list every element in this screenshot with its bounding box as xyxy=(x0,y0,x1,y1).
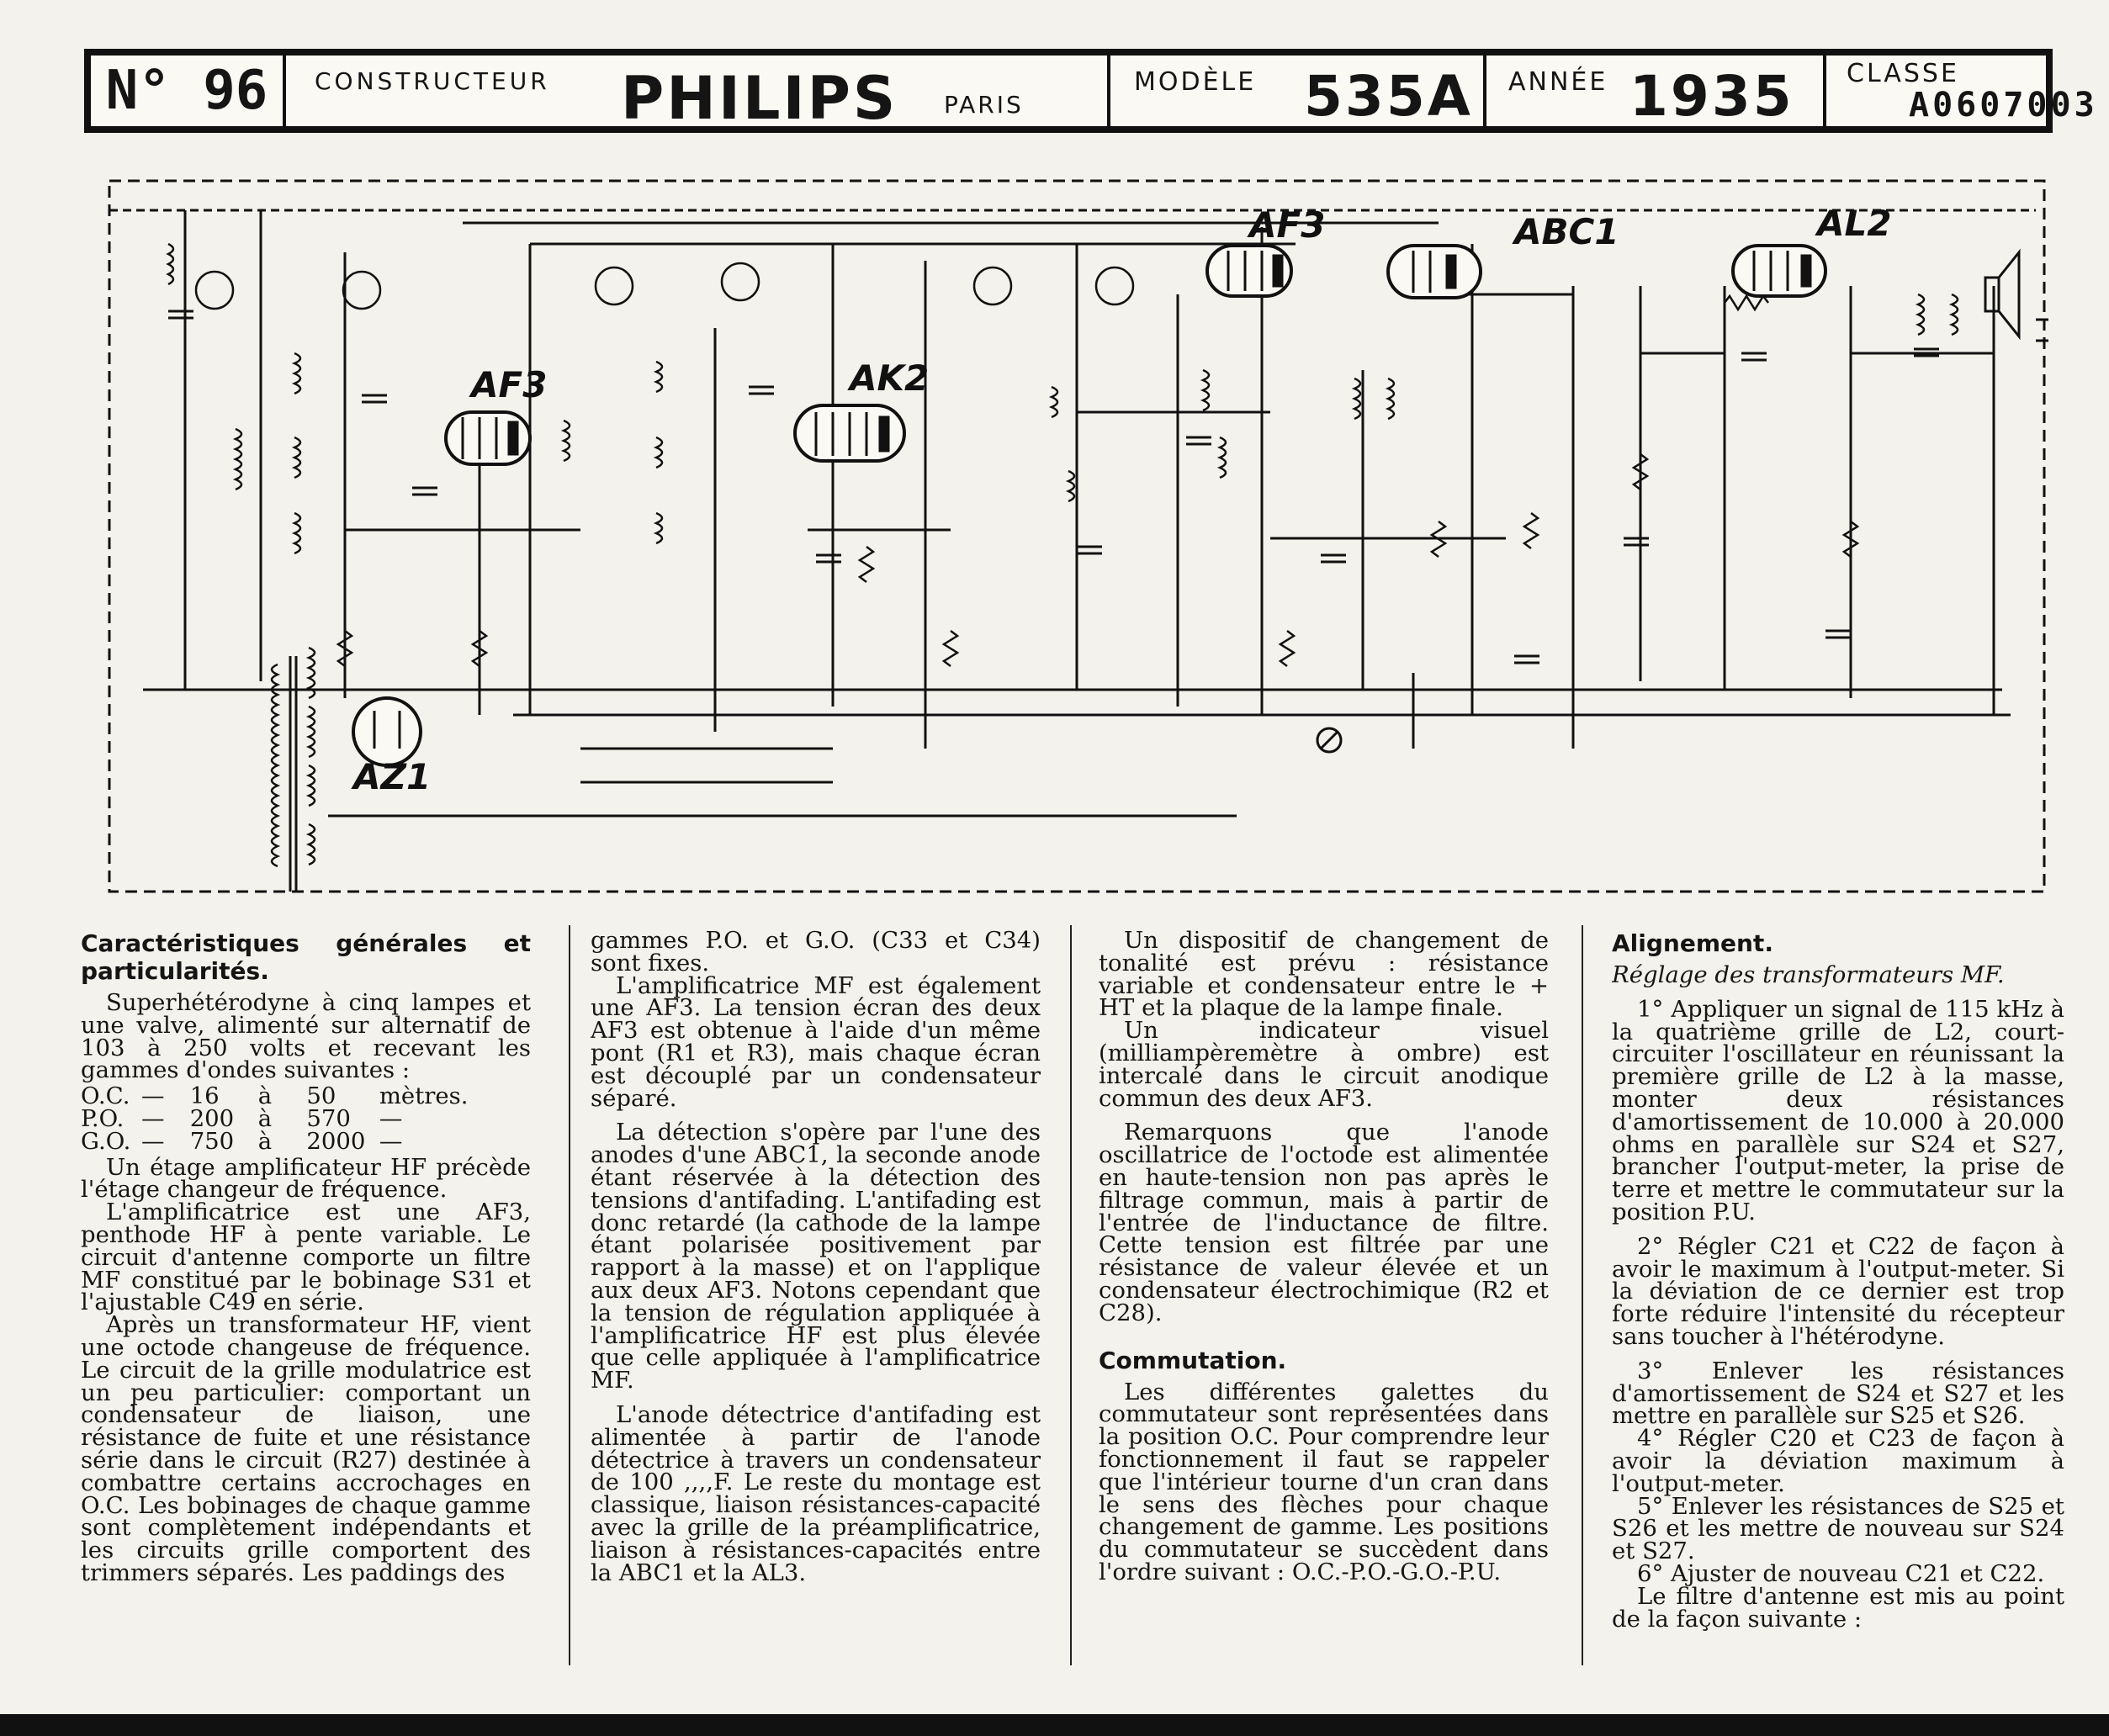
column-general: Caractéristiques générales et particular… xyxy=(81,929,531,1678)
tube-label-al2: AL2 xyxy=(1815,203,1892,244)
general-intro: Superhétérodyne à cinq lampes et une val… xyxy=(81,989,531,1084)
chassis-frame xyxy=(108,179,2046,893)
detection-p2: L'amplificatrice MF est également une AF… xyxy=(591,971,1041,1112)
alignment-step-5: 5° Enlever les résistances de S25 et S26… xyxy=(1612,1492,2064,1565)
year-cell: ANNÉE 1935 xyxy=(1486,56,1826,129)
alignment-step-1: 1° Appliquer un signal de 115 kHz à la q… xyxy=(1612,995,2064,1225)
year-label: ANNÉE xyxy=(1508,67,1608,97)
range-row: G.O. — 750 à 2000 — xyxy=(81,1130,531,1153)
general-p3: L'amplificatrice est une AF3, penthode H… xyxy=(81,1199,531,1316)
range-upper: 570 xyxy=(306,1104,351,1132)
class-cell: CLASSE A0607003 xyxy=(1826,56,2095,126)
circuit-schematic: AF3 AK2 AF3 ABC1 AL2 AZ1 xyxy=(76,160,2078,900)
range-from: 750 xyxy=(189,1127,235,1155)
model-value: 535A xyxy=(1304,64,1473,129)
range-dash: — xyxy=(141,1104,165,1132)
heading-commutation: Commutation. xyxy=(1099,1346,1287,1374)
column-divider xyxy=(569,925,570,1665)
scan-edge xyxy=(0,1714,2109,1736)
detection-p1: gammes P.O. et G.O. (C33 et C34) sont fi… xyxy=(591,929,1041,977)
range-to: à xyxy=(257,1082,273,1110)
class-value: A0607003 xyxy=(1909,86,2098,124)
tone-p2: Un indicateur visuel (milliampèremètre à… xyxy=(1099,1017,1549,1112)
tuning-indicator xyxy=(1316,727,1343,754)
constructor-label: CONSTRUCTEUR xyxy=(315,67,550,95)
range-unit: — xyxy=(379,1127,403,1155)
range-to: à xyxy=(257,1104,273,1132)
tubes xyxy=(352,244,1827,767)
tube-abc1 xyxy=(1386,244,1482,299)
sheet-number: N° 96 xyxy=(105,60,268,122)
tone-p1: Un dispositif de changement de tonalité … xyxy=(1099,929,1549,1022)
commutation-p1: Les différentes galettes du commutateur … xyxy=(1099,1378,1549,1585)
alignment-step-3: 3° Enlever les résistances d'amortisseme… xyxy=(1612,1357,2064,1430)
detection-p4: L'anode détectrice d'antifading est alim… xyxy=(591,1400,1041,1586)
alignment-step-6: 6° Ajuster de nouveau C21 et C22. xyxy=(1637,1559,2045,1587)
constructor-city: PARIS xyxy=(944,91,1024,119)
range-dash: — xyxy=(141,1082,165,1110)
general-p4: Après un transformateur HF, vient une oc… xyxy=(81,1311,531,1586)
tube-label-ak2: AK2 xyxy=(847,357,929,399)
range-upper: 50 xyxy=(306,1082,336,1110)
header-box: N° 96 CONSTRUCTEUR PHILIPS PARIS MODÈLE … xyxy=(84,49,2095,133)
range-to: à xyxy=(257,1127,273,1155)
general-p2: Un étage amplificateur HF précède l'étag… xyxy=(81,1153,531,1204)
column-detection: gammes P.O. et G.O. (C33 et C34) sont fi… xyxy=(591,929,1041,1678)
subheading-mf: Réglage des transformateurs MF. xyxy=(1612,961,2005,988)
column-commutation: Un dispositif de changement de tonalité … xyxy=(1099,929,1549,1678)
detection-p3: La détection s'opère par l'une des anode… xyxy=(591,1119,1041,1395)
sheet-number-cell: N° 96 xyxy=(91,56,286,126)
switch-wafers xyxy=(194,262,1135,310)
tone-p3: Remarquons que l'anode oscillatrice de l… xyxy=(1099,1119,1549,1326)
tube-az1 xyxy=(352,696,422,767)
range-unit: — xyxy=(379,1104,403,1132)
model-cell: MODÈLE 535A xyxy=(1110,56,1486,129)
range-upper: 2000 xyxy=(306,1127,366,1155)
range-dash: — xyxy=(141,1127,165,1155)
constructor-name: PHILIPS xyxy=(621,64,898,133)
alignment-step-7: Le filtre d'antenne est mis au point de … xyxy=(1612,1582,2064,1633)
heading-alignment: Alignement. xyxy=(1612,929,1773,957)
range-row: O.C. — 16 à 50 mètres. xyxy=(81,1085,531,1108)
heading-general: Caractéristiques générales et particular… xyxy=(81,929,531,985)
speaker-symbol xyxy=(1984,248,2048,342)
constructor-cell: CONSTRUCTEUR PHILIPS PARIS xyxy=(286,56,1110,133)
year-value: 1935 xyxy=(1629,64,1794,129)
range-band: O.C. xyxy=(81,1082,130,1110)
column-alignment: Alignement. Réglage des transformateurs … xyxy=(1612,929,2064,1678)
schematic-drawing: AF3 AK2 AF3 ABC1 AL2 AZ1 xyxy=(108,179,2048,893)
range-band: P.O. xyxy=(81,1104,125,1132)
class-label: CLASSE xyxy=(1847,59,1959,88)
tube-label-af3-mf: AF3 xyxy=(1247,204,1325,246)
alignment-step-2: 2° Régler C21 et C22 de façon à avoir le… xyxy=(1612,1232,2064,1350)
range-unit: mètres. xyxy=(379,1082,469,1110)
tube-label-af3-hf: AF3 xyxy=(469,364,547,405)
alignment-step-4: 4° Régler C20 et C23 de façon à avoir la… xyxy=(1612,1425,2064,1497)
column-divider xyxy=(1070,925,1072,1665)
tube-label-abc1: ABC1 xyxy=(1512,211,1619,252)
tube-label-az1: AZ1 xyxy=(351,756,431,797)
model-label: MODÈLE xyxy=(1134,67,1257,97)
range-from: 16 xyxy=(189,1082,220,1110)
range-band: G.O. xyxy=(81,1127,131,1155)
range-from: 200 xyxy=(189,1104,235,1132)
column-divider xyxy=(1582,925,1583,1665)
range-row: P.O. — 200 à 570 — xyxy=(81,1104,531,1132)
wave-ranges: O.C. — 16 à 50 mètres. P.O. — 200 à 570 … xyxy=(81,1085,531,1153)
